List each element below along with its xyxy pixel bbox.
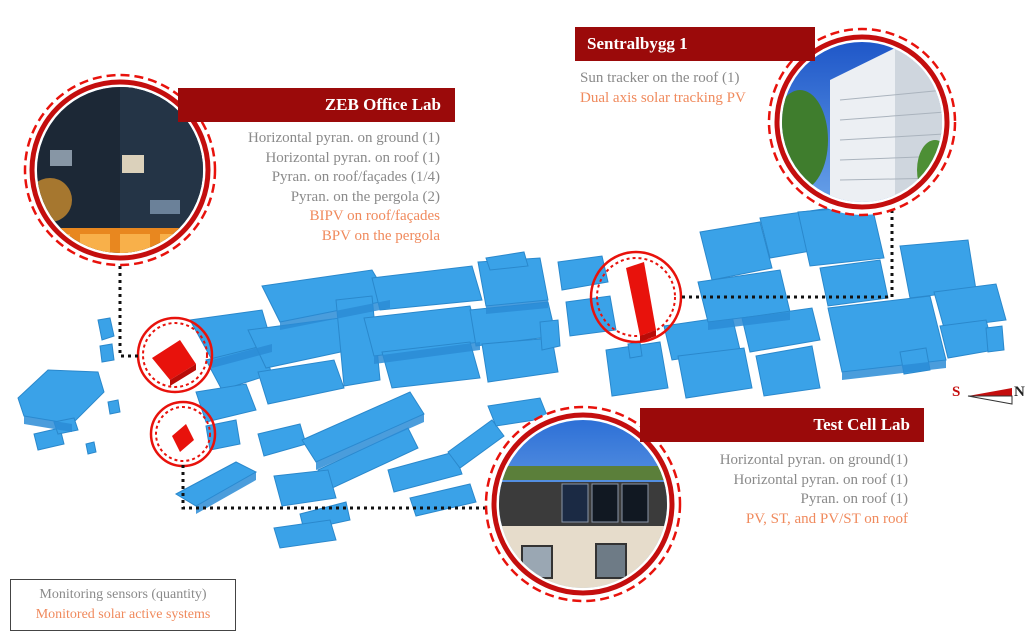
compass-south: S	[952, 384, 961, 400]
sentral-title-banner: Sentralbygg 1	[575, 27, 815, 61]
sentral-system-item: Dual axis solar tracking PV	[580, 89, 746, 106]
zeb-sensor-item: Pyran. on roof/façades (1/4)	[271, 169, 440, 185]
zeb-system-item: BIPV on roof/façades	[309, 208, 440, 224]
legend-box: Monitoring sensors (quantity) Monitored …	[10, 579, 236, 631]
testcell-photo	[484, 405, 682, 603]
zeb-title-banner: ZEB Office Lab	[178, 88, 455, 122]
compass-arrow-icon	[967, 388, 1013, 405]
testcell-sensor-item: Pyran. on roof (1)	[800, 491, 908, 507]
testcell-title: Test Cell Lab	[813, 415, 910, 434]
testcell-info: Horizontal pyran. on ground(1) Horizonta…	[680, 451, 908, 529]
zeb-sensor-item: Horizontal pyran. on roof (1)	[265, 149, 440, 166]
testcell-sensor-item: Horizontal pyran. on ground(1)	[719, 452, 908, 468]
sentral-title: Sentralbygg 1	[587, 34, 688, 53]
sentral-photo	[767, 27, 957, 217]
legend-systems: Monitored solar active systems	[35, 607, 211, 622]
campus-building-shadows	[24, 300, 946, 514]
zeb-sensor-item: Pyran. on the pergola (2)	[290, 188, 440, 205]
sentral-info: Sun tracker on the roof (1) Dual axis so…	[580, 69, 780, 108]
testcell-building-marker	[149, 400, 217, 468]
leader-lines	[118, 202, 894, 510]
zeb-system-item: BPV on the pergola	[321, 227, 440, 244]
compass-north: N	[1014, 384, 1025, 400]
testcell-system-item: PV, ST, and PV/ST on roof	[745, 510, 908, 527]
sentral-sensor-item: Sun tracker on the roof (1)	[580, 70, 740, 86]
legend-sensors: Monitoring sensors (quantity)	[39, 587, 207, 602]
sentral-building-marker	[589, 250, 683, 344]
testcell-sensor-item: Horizontal pyran. on roof (1)	[733, 471, 908, 488]
zeb-title: ZEB Office Lab	[324, 95, 441, 114]
zeb-building-marker	[136, 316, 214, 394]
testcell-title-banner: Test Cell Lab	[640, 408, 924, 442]
zeb-info: Horizontal pyran. on ground (1) Horizont…	[200, 129, 440, 246]
zeb-sensor-item: Horizontal pyran. on ground (1)	[247, 130, 440, 146]
